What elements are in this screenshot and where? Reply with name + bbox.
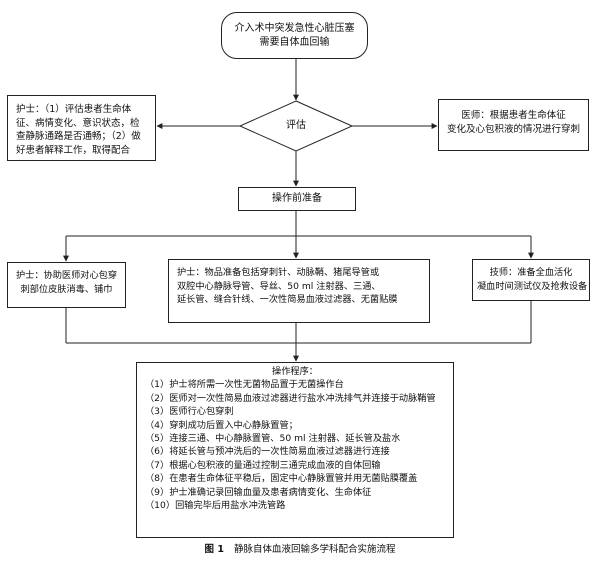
- procedure-title: 操作程序：: [272, 366, 318, 377]
- nurse-disinfect-line: 刺部位皮肤消毒、铺巾: [20, 283, 113, 295]
- nurse-assess-node: 护士：（1）评估患者生命体征、病情变化、意识状态，检查静脉通路是否通畅；（2）做…: [7, 95, 156, 161]
- start-node: 介入术中突发急性心脏压塞 需要自体血回输: [221, 12, 368, 59]
- procedure-step: （7）根据心包积液的量通过控制三通完成血液的自体回输: [145, 459, 381, 471]
- doctor-assess-node: 医师：根据患者生命体征 变化及心包积液的情况进行穿刺: [438, 99, 589, 151]
- nurse-assess-text: 护士：（1）评估患者生命体征、病情变化、意识状态，检查静脉通路是否通畅；（2）做…: [16, 104, 141, 156]
- procedure-step: （6）将延长管与预冲洗后的一次性简易血液过滤器进行连接: [145, 446, 390, 458]
- doctor-assess-line: 医师：根据患者生命体征: [461, 110, 566, 121]
- nurse-supplies-node: 护士：物品准备包括穿刺针、动脉鞘、猪尾导管或 双腔中心静脉导管、导丝、50 ml…: [168, 259, 430, 323]
- procedure-step: （3）医师行心包穿刺: [145, 406, 234, 418]
- procedure-step: （9）护士准确记录回输血量及患者病情变化、生命体征: [145, 486, 372, 498]
- nurse-supplies-line: 延长管、缝合针线、一次性简易血液过滤器、无菌贴膜: [177, 294, 398, 305]
- assess-label: 评估: [286, 120, 306, 131]
- nurse-supplies-line: 双腔中心静脉导管、导丝、50 ml 注射器、三通、: [177, 280, 381, 292]
- tech-prep-node: 技师：准备全血活化 凝血时间测试仪及抢救设备: [472, 259, 590, 301]
- tech-prep-line: 技师：准备全血活化: [489, 267, 573, 278]
- figure-caption-text: 静脉自体血液回输多学科配合实施流程: [233, 544, 396, 555]
- figure-caption: 图 1 静脉自体血液回输多学科配合实施流程: [0, 543, 600, 557]
- procedure-step: （10）回输完毕后用盐水冲洗管路: [145, 500, 286, 512]
- procedure-node: 操作程序： （1）护士将所需一次性无菌物品置于无菌操作台 （2）医师对一次性简易…: [136, 362, 454, 538]
- nurse-disinfect-line: 护士：协助医师对心包穿: [15, 270, 118, 281]
- procedure-step: （5）连接三通、中心静脉置管、50 ml 注射器、延长管及盐水: [145, 433, 401, 445]
- procedure-step: （1）护士将所需一次性无菌物品置于无菌操作台: [145, 379, 344, 391]
- procedure-step: （8）在患者生命体征平稳后，固定中心静脉置管并用无菌贴膜覆盖: [145, 473, 418, 485]
- nurse-disinfect-node: 护士：协助医师对心包穿 刺部位皮肤消毒、铺巾: [7, 262, 126, 308]
- start-line: 需要自体血回输: [259, 36, 330, 48]
- nurse-supplies-line: 护士：物品准备包括穿刺针、动脉鞘、猪尾导管或: [177, 267, 380, 278]
- start-line: 介入术中突发急性心脏压塞: [234, 22, 355, 34]
- procedure-step: （4）穿刺成功后置入中心静脉置管；: [145, 419, 298, 431]
- procedure-step: （2）医师对一次性简易血液过滤器进行盐水冲洗排气并连接于动脉鞘管: [145, 392, 436, 404]
- figure-label: 图 1: [204, 544, 224, 555]
- prep-label: 操作前准备: [272, 193, 322, 204]
- tech-prep-line: 凝血时间测试仪及抢救设备: [477, 280, 588, 292]
- doctor-assess-line: 变化及心包积液的情况进行穿刺: [446, 124, 580, 135]
- prep-node: 操作前准备: [238, 187, 356, 211]
